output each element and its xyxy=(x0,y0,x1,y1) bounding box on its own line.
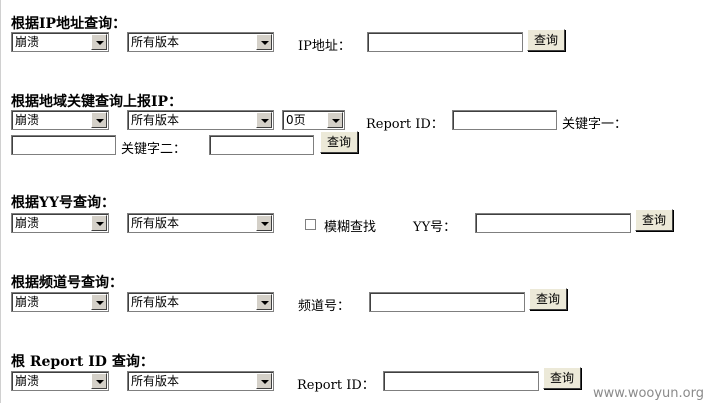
chevron-down-icon xyxy=(256,215,272,231)
watermark: www.wooyun.org xyxy=(592,386,704,401)
page-select-value: 0页 xyxy=(286,113,306,127)
region-report-id-label: Report ID： xyxy=(366,117,444,132)
report-query-version-value: 所有版本 xyxy=(131,374,180,388)
chevron-down-icon xyxy=(327,112,343,128)
region-query-category-value: 崩溃 xyxy=(15,113,40,127)
ip-address-label: IP地址： xyxy=(298,39,351,54)
yy-query-category-select[interactable]: 崩溃 xyxy=(11,213,109,233)
report-query-category-select[interactable]: 崩溃 xyxy=(11,371,109,391)
yy-query-title: 根据YY号查询： xyxy=(11,195,115,211)
ip-query-version-value: 所有版本 xyxy=(131,35,180,49)
chevron-down-icon xyxy=(91,34,107,50)
ip-address-input[interactable] xyxy=(367,32,523,52)
region-query-version-select[interactable]: 所有版本 xyxy=(127,110,274,130)
region-query-category-select[interactable]: 崩溃 xyxy=(11,110,109,130)
keyword2-input[interactable] xyxy=(209,135,314,155)
region-query-button[interactable]: 查询 xyxy=(320,131,358,153)
keyword1-input[interactable] xyxy=(11,135,116,155)
fuzzy-search-label: 模糊查找 xyxy=(324,220,377,235)
page-select[interactable]: 0页 xyxy=(282,110,345,130)
channel-number-input[interactable] xyxy=(369,292,525,312)
chevron-down-icon xyxy=(91,215,107,231)
channel-number-label: 频道号： xyxy=(298,299,351,314)
report-query-button[interactable]: 查询 xyxy=(543,367,581,389)
region-query-version-value: 所有版本 xyxy=(131,113,180,127)
report-id-label: Report ID： xyxy=(297,378,375,393)
chevron-down-icon xyxy=(256,294,272,310)
report-query-title: 根 Report ID 查询： xyxy=(11,354,154,370)
chevron-down-icon xyxy=(256,373,272,389)
report-query-category-value: 崩溃 xyxy=(15,374,40,388)
channel-query-version-select[interactable]: 所有版本 xyxy=(127,292,274,312)
channel-query-title: 根据频道号查询： xyxy=(11,275,123,291)
yy-query-button[interactable]: 查询 xyxy=(635,209,673,231)
keyword2-label: 关键字二： xyxy=(121,142,187,157)
ip-query-version-select[interactable]: 所有版本 xyxy=(127,32,274,52)
fuzzy-search-checkbox[interactable] xyxy=(305,219,316,230)
report-id-input[interactable] xyxy=(383,371,539,391)
report-query-version-select[interactable]: 所有版本 xyxy=(127,371,274,391)
chevron-down-icon xyxy=(91,373,107,389)
keyword1-label: 关键字一： xyxy=(562,117,628,132)
region-report-id-input[interactable] xyxy=(452,110,557,130)
yy-query-version-value: 所有版本 xyxy=(131,216,180,230)
yy-query-version-select[interactable]: 所有版本 xyxy=(127,213,274,233)
yy-query-category-value: 崩溃 xyxy=(15,216,40,230)
ip-query-category-select[interactable]: 崩溃 xyxy=(11,32,109,52)
ip-query-category-value: 崩溃 xyxy=(15,35,40,49)
channel-query-version-value: 所有版本 xyxy=(131,295,180,309)
ip-query-button[interactable]: 查询 xyxy=(527,29,565,51)
chevron-down-icon xyxy=(91,294,107,310)
chevron-down-icon xyxy=(256,34,272,50)
channel-query-category-select[interactable]: 崩溃 xyxy=(11,292,109,312)
yy-number-input[interactable] xyxy=(475,213,631,233)
chevron-down-icon xyxy=(256,112,272,128)
channel-query-category-value: 崩溃 xyxy=(15,295,40,309)
ip-query-title: 根据IP地址查询： xyxy=(11,16,127,32)
region-query-title: 根据地域关键查询上报IP： xyxy=(11,94,183,110)
yy-number-label: YY号： xyxy=(413,220,457,235)
channel-query-button[interactable]: 查询 xyxy=(529,288,567,310)
chevron-down-icon xyxy=(91,112,107,128)
left-divider xyxy=(0,0,1,403)
